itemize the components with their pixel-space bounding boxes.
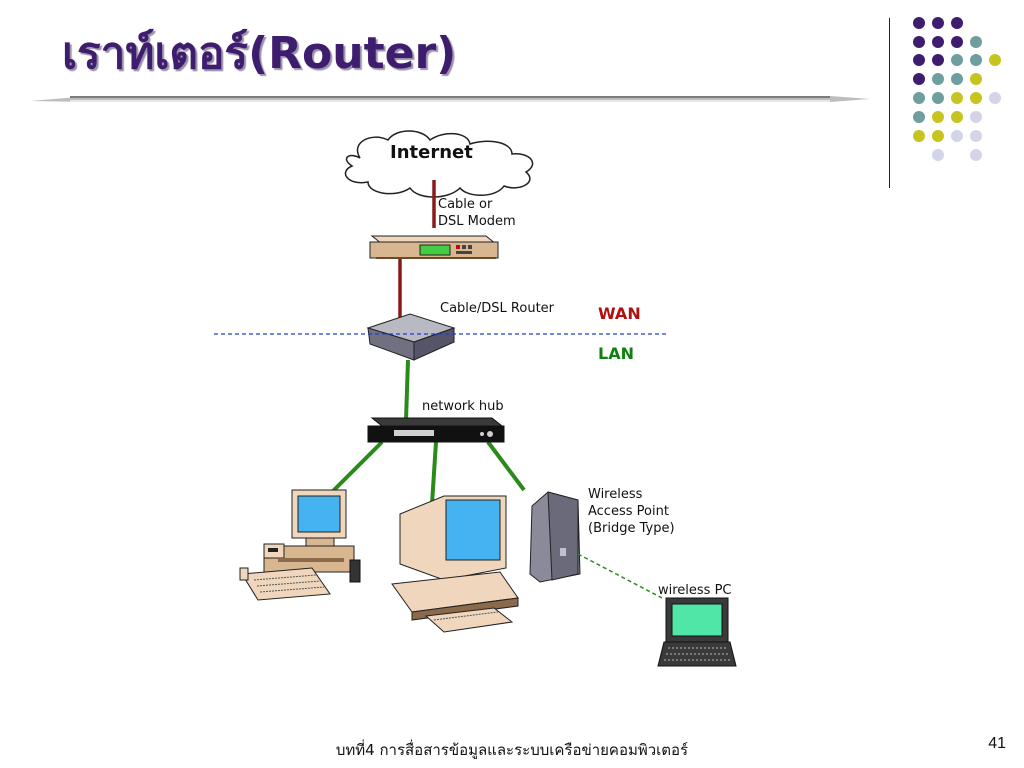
dot <box>913 36 925 48</box>
router-label: Cable/DSL Router <box>440 301 555 316</box>
modem-label: Cable or DSL Modem <box>438 197 516 229</box>
dot <box>913 111 925 123</box>
slide-title: เราท์เตอร์(Router) <box>62 26 456 82</box>
internet-label: Internet <box>390 142 473 163</box>
wireless-link <box>577 553 663 599</box>
lan-cable-hub-pc2 <box>430 441 438 505</box>
wireless-pc-label: wireless PC <box>658 583 732 598</box>
dot <box>932 130 944 142</box>
dot <box>951 92 963 104</box>
vertical-rule <box>889 18 890 188</box>
dot <box>932 17 944 29</box>
dot <box>932 54 944 66</box>
network-diagram: Internet Cable or DSL Modem Cable/DSL Ro… <box>200 128 800 688</box>
title-thai: เราท์เตอร์ <box>62 28 249 79</box>
dsl-modem-device <box>369 235 499 259</box>
internet-cloud-shape <box>344 130 534 198</box>
slide-footer: บทที่4 การสื่อสารข้อมูลและระบบเครือข่ายค… <box>335 741 689 759</box>
dot <box>970 73 982 85</box>
dot <box>913 130 925 142</box>
dot <box>951 111 963 123</box>
lan-cable-hub-ap <box>486 440 526 492</box>
dot <box>970 130 982 142</box>
page-number: 41 <box>988 735 1006 752</box>
lan-label: LAN <box>598 344 634 363</box>
dot <box>970 92 982 104</box>
dot <box>951 73 963 85</box>
lan-cable-router-hub <box>404 359 410 421</box>
dot <box>913 92 925 104</box>
title-english: (Router) <box>248 28 457 79</box>
wan-label: WAN <box>598 304 641 323</box>
dot <box>970 111 982 123</box>
title-underline <box>30 96 870 102</box>
dot <box>913 17 925 29</box>
dot <box>970 54 982 66</box>
dot <box>932 73 944 85</box>
wireless-access-point-device <box>529 491 581 583</box>
dot <box>970 36 982 48</box>
dot <box>951 17 963 29</box>
dot <box>970 149 982 161</box>
dot <box>989 54 1001 66</box>
network-hub-device <box>367 417 505 443</box>
dot <box>951 54 963 66</box>
dot <box>989 92 1001 104</box>
dot <box>951 36 963 48</box>
dot <box>951 130 963 142</box>
hub-label: network hub <box>422 399 504 414</box>
diagram-graphics <box>214 130 737 667</box>
wireless-laptop <box>657 597 737 667</box>
dot <box>932 149 944 161</box>
lan-cable-hub-pc1 <box>330 440 384 494</box>
dot <box>932 36 944 48</box>
dot <box>913 54 925 66</box>
dot <box>932 92 944 104</box>
desktop-pc-2 <box>391 495 519 633</box>
dot <box>932 111 944 123</box>
dsl-router-device <box>366 313 456 361</box>
access-point-label: Wireless Access Point (Bridge Type) <box>588 487 675 536</box>
desktop-pc-1 <box>239 489 361 601</box>
dot <box>913 73 925 85</box>
